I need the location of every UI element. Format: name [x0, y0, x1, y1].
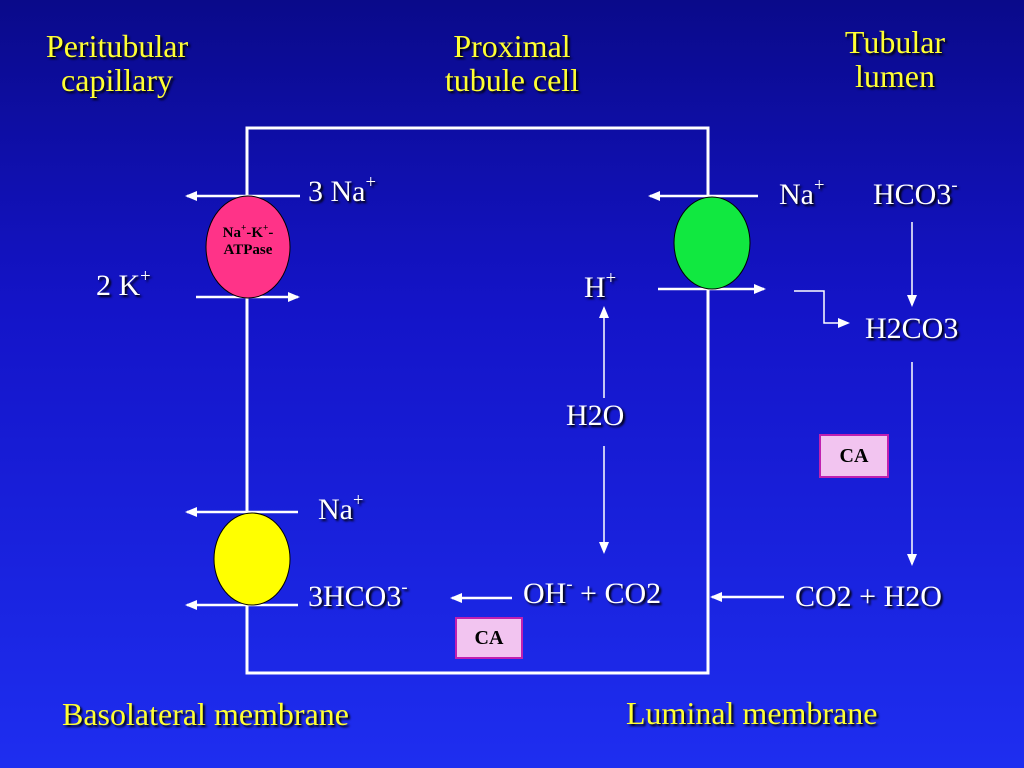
- label-oh-co2: OH- + CO2: [523, 573, 662, 610]
- footer-luminal-membrane: Luminal membrane: [626, 695, 878, 731]
- label-3na: 3 Na+: [308, 171, 376, 208]
- label-3hco3: 3HCO3-: [308, 576, 408, 613]
- label-h2co3: H2CO3: [865, 312, 959, 345]
- na-hco3-cotransporter: [213, 512, 291, 606]
- label-2k: 2 K+: [96, 265, 151, 302]
- na-k-atpase-pump: [205, 195, 291, 299]
- label-hco3-lumen: HCO3-: [873, 174, 958, 211]
- carbonic-anhydrase-cell: CA: [455, 617, 523, 659]
- label-h-cell: H+: [584, 267, 617, 304]
- label-na-basolateral: Na+: [318, 489, 364, 526]
- cell-outline: [245, 126, 710, 675]
- arrow-h-to-h2co3: [794, 290, 850, 328]
- na-h-exchanger: [673, 196, 751, 290]
- carbonic-anhydrase-lumen: CA: [819, 434, 889, 478]
- label-na-lumen: Na+: [779, 174, 825, 211]
- label-co2-h2o: CO2 + H2O: [795, 580, 942, 613]
- na-k-atpase-label: Na+-K+- ATPase: [222, 223, 274, 259]
- label-h2o-cell: H2O: [566, 399, 625, 432]
- footer-basolateral-membrane: Basolateral membrane: [62, 696, 349, 732]
